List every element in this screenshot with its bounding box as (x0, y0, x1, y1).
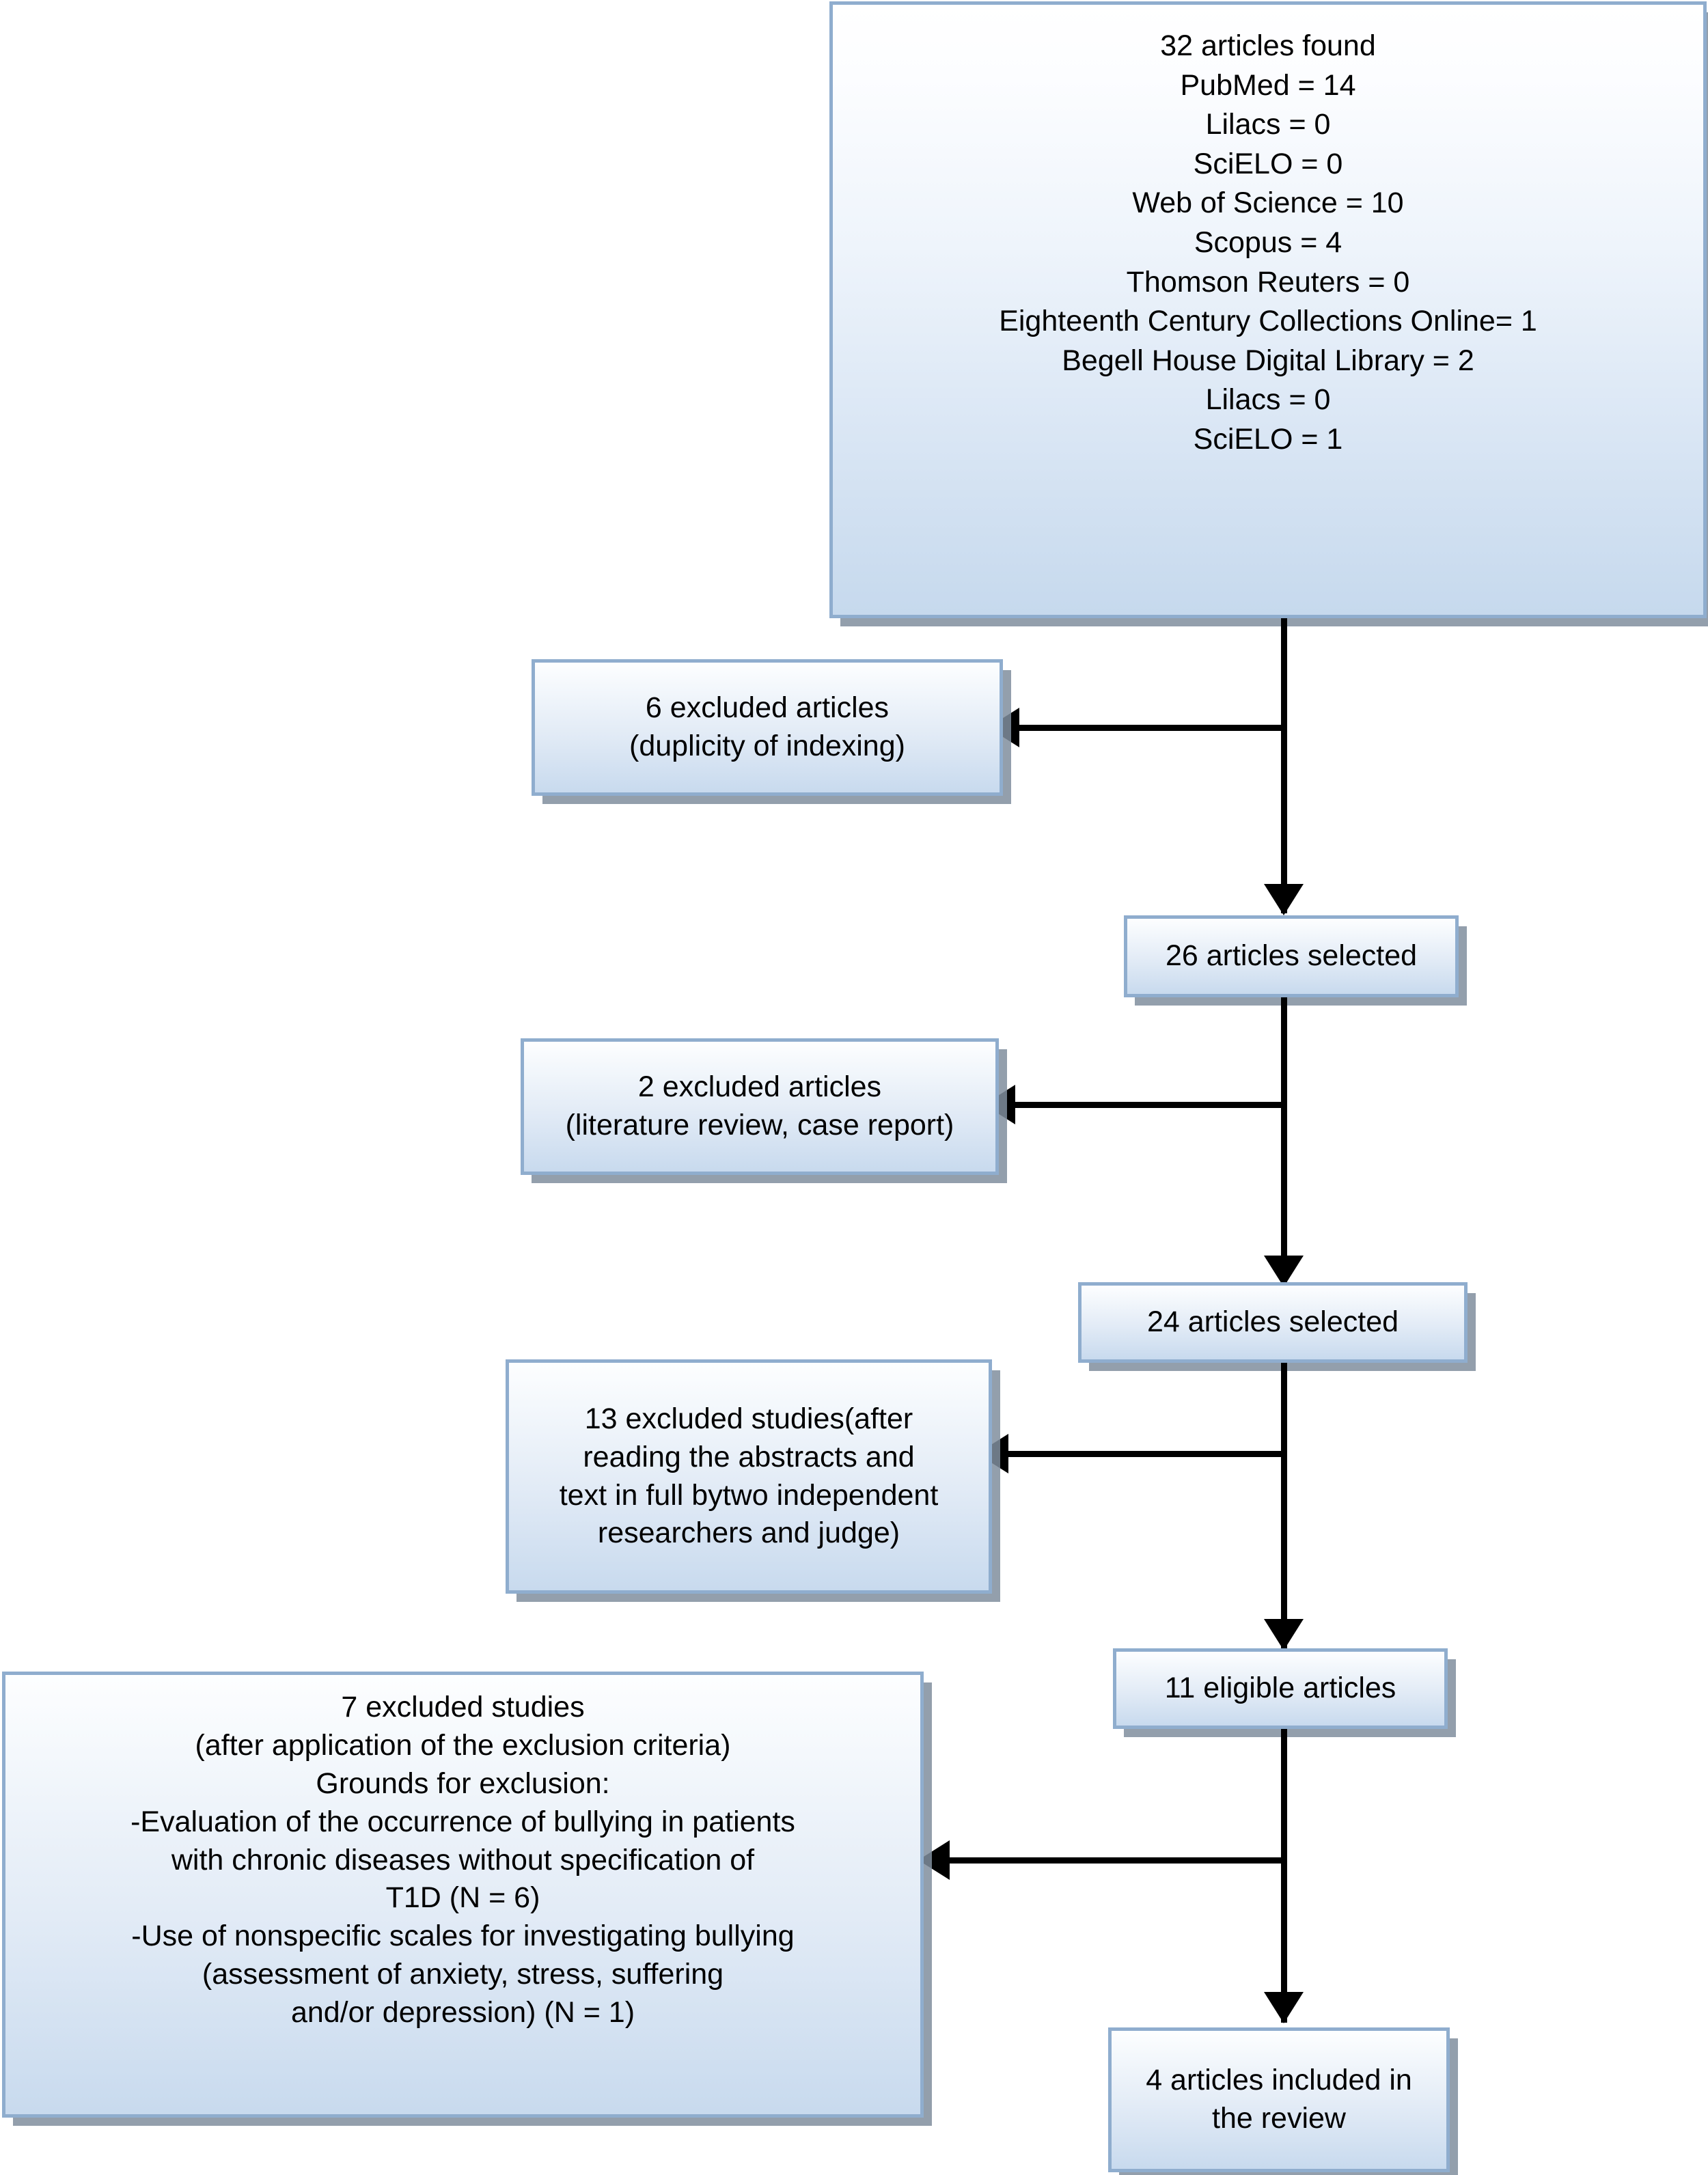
arrow-down-to-included-4 (1264, 1992, 1304, 2023)
node-selected-26: 26 articles selected (1124, 915, 1459, 997)
node-excluded-6-label: 6 excluded articles (duplicity of indexi… (629, 691, 905, 762)
node-eligible-11-label: 11 eligible articles (1164, 1672, 1396, 1705)
connector-trunk-2 (1281, 997, 1287, 1286)
connector-branch-1 (1019, 725, 1284, 731)
connector-branch-4 (950, 1857, 1284, 1864)
node-excluded-6: 6 excluded articles (duplicity of indexi… (532, 659, 1003, 796)
connector-branch-3 (1008, 1451, 1284, 1457)
node-selected-24-label: 24 articles selected (1146, 1305, 1399, 1339)
node-excluded-2: 2 excluded articles (literature review, … (521, 1038, 999, 1175)
connector-branch-2 (1015, 1102, 1284, 1108)
arrow-down-to-eligible-11 (1264, 1619, 1304, 1650)
node-included-4: 4 articles included in the review (1108, 2027, 1450, 2172)
node-excluded-13-label: 13 excluded studies(after reading the ab… (559, 1402, 939, 1550)
node-articles-found-label: 32 articles found PubMed = 14 Lilacs = 0… (999, 29, 1537, 456)
node-excluded-7: 7 excluded studies (after application of… (2, 1672, 924, 2118)
arrow-down-to-selected-24 (1264, 1256, 1304, 1287)
arrow-down-to-selected-26 (1264, 884, 1304, 915)
connector-trunk-3 (1281, 1363, 1287, 1650)
node-articles-found: 32 articles found PubMed = 14 Lilacs = 0… (829, 1, 1707, 618)
node-excluded-7-label: 7 excluded studies (after application of… (130, 1691, 795, 2029)
connector-trunk-1 (1281, 618, 1287, 913)
node-included-4-label: 4 articles included in the review (1146, 2064, 1412, 2135)
node-excluded-13: 13 excluded studies(after reading the ab… (506, 1359, 992, 1594)
node-selected-26-label: 26 articles selected (1165, 939, 1418, 973)
node-excluded-2-label: 2 excluded articles (literature review, … (565, 1070, 954, 1141)
node-selected-24: 24 articles selected (1078, 1282, 1468, 1363)
connector-trunk-4 (1281, 1729, 1287, 2023)
node-eligible-11: 11 eligible articles (1113, 1648, 1448, 1729)
